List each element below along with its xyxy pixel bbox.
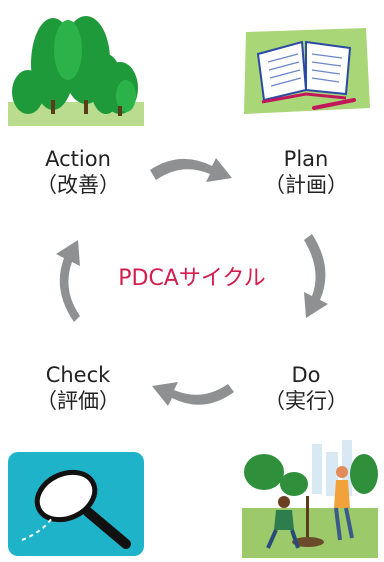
stage-plan: Plan （計画） bbox=[244, 146, 368, 198]
arrow-do-to-check bbox=[152, 382, 234, 406]
stage-action-name: Action bbox=[45, 147, 111, 171]
arrow-check-to-action bbox=[56, 240, 80, 322]
stage-action-sub: （改善） bbox=[36, 173, 120, 197]
stage-action: Action （改善） bbox=[16, 146, 140, 198]
arrow-action-to-plan bbox=[150, 158, 232, 182]
cycle-title: PDCAサイクル bbox=[118, 266, 266, 291]
stage-plan-sub: （計画） bbox=[264, 173, 348, 197]
stage-do-sub: （実行） bbox=[264, 389, 348, 413]
arrow-plan-to-do bbox=[304, 234, 328, 318]
stage-plan-name: Plan bbox=[283, 147, 329, 171]
stage-do: Do （実行） bbox=[244, 362, 368, 414]
forest-icon bbox=[8, 16, 144, 126]
tree-planting-icon bbox=[242, 438, 378, 558]
stage-do-name: Do bbox=[291, 363, 321, 387]
stage-check-name: Check bbox=[45, 363, 111, 387]
open-book-icon bbox=[244, 28, 370, 114]
stage-check: Check （評価） bbox=[16, 362, 140, 414]
magnifier-icon bbox=[8, 452, 144, 556]
stage-check-sub: （評価） bbox=[36, 389, 120, 413]
